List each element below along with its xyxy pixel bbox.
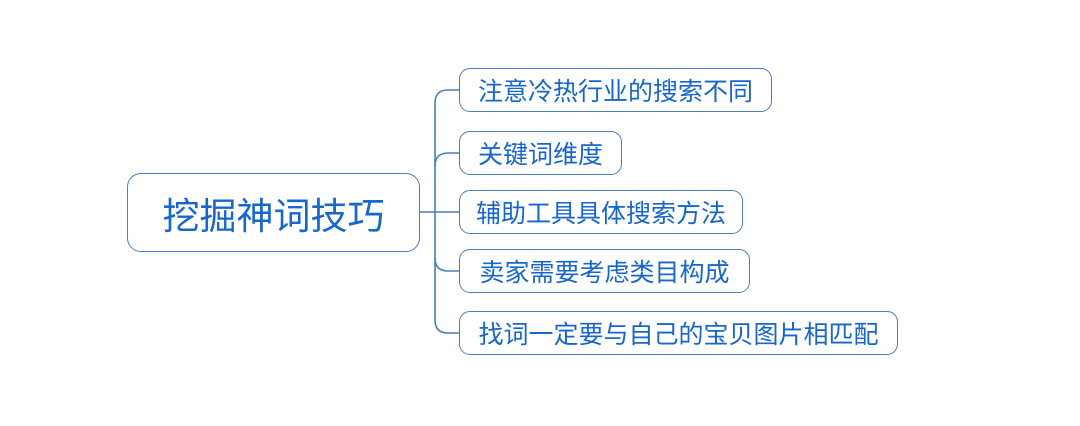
connector-trunk-with-branch-1-and-5 (434, 89, 460, 334)
subtopic-label-3: 辅助工具具体搜索方法 (475, 200, 726, 228)
root-topic-label: 挖掘神词技巧 (162, 195, 385, 237)
root-topic-node[interactable]: 挖掘神词技巧 (127, 173, 420, 252)
subtopic-node-3[interactable]: 辅助工具具体搜索方法 (459, 190, 743, 234)
connector-branch-4 (434, 257, 460, 272)
subtopic-label-1: 注意冷热行业的搜索不同 (477, 78, 753, 106)
subtopic-node-4[interactable]: 卖家需要考虑类目构成 (459, 249, 750, 293)
subtopic-label-4: 卖家需要考虑类目构成 (479, 259, 730, 287)
subtopic-node-5[interactable]: 找词一定要与自己的宝贝图片相匹配 (459, 311, 898, 355)
subtopic-node-2[interactable]: 关键词维度 (459, 131, 622, 175)
subtopic-label-2: 关键词维度 (477, 141, 603, 169)
connector-branch-2 (434, 152, 460, 167)
subtopic-label-5: 找词一定要与自己的宝贝图片相匹配 (478, 321, 879, 349)
subtopic-node-1[interactable]: 注意冷热行业的搜索不同 (459, 68, 772, 112)
